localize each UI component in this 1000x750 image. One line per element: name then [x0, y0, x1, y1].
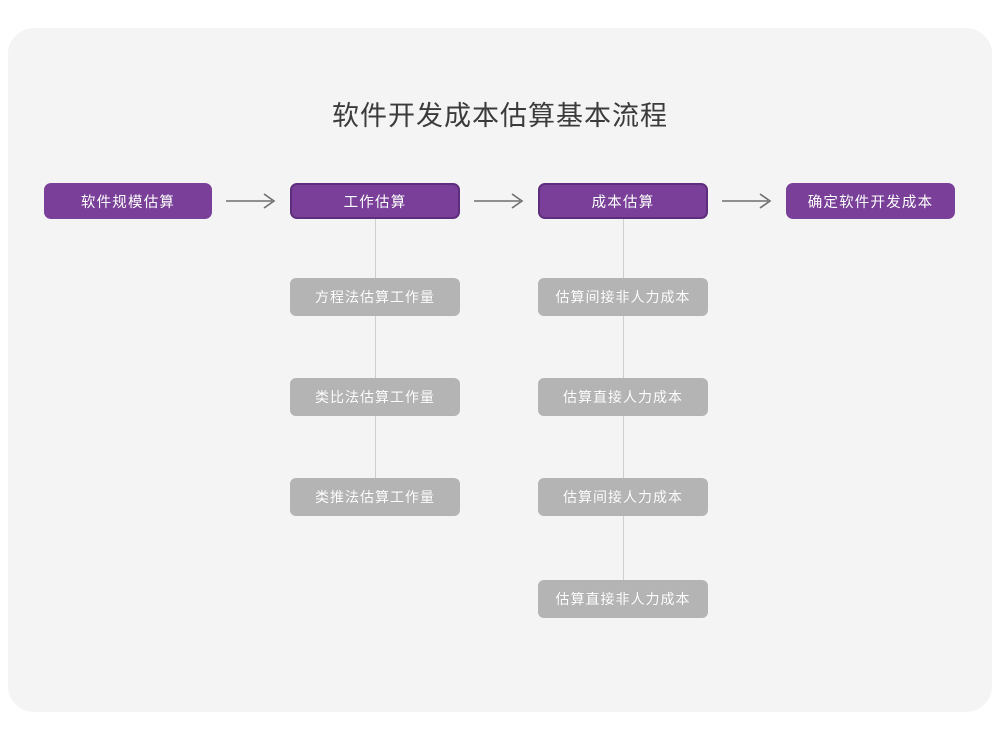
connector-line-branch-a: [375, 218, 376, 516]
flow-node-step2[interactable]: 工作估算: [290, 183, 460, 219]
substep-node-branch-a-2[interactable]: 类比法估算工作量: [290, 378, 460, 416]
diagram-card: [8, 28, 992, 712]
substep-node-branch-b-1[interactable]: 估算间接非人力成本: [538, 278, 708, 316]
arrow-right-icon-2: [474, 191, 526, 211]
flow-node-step1[interactable]: 软件规模估算: [44, 183, 212, 219]
flow-node-step4[interactable]: 确定软件开发成本: [786, 183, 955, 219]
page-title: 软件开发成本估算基本流程: [332, 101, 668, 131]
substep-node-branch-b-2[interactable]: 估算直接人力成本: [538, 378, 708, 416]
connector-line-branch-b: [623, 218, 624, 618]
substep-node-branch-b-4[interactable]: 估算直接非人力成本: [538, 580, 708, 618]
flow-node-step3[interactable]: 成本估算: [538, 183, 708, 219]
substep-node-branch-b-3[interactable]: 估算间接人力成本: [538, 478, 708, 516]
substep-node-branch-a-3[interactable]: 类推法估算工作量: [290, 478, 460, 516]
arrow-right-icon-3: [722, 191, 774, 211]
substep-node-branch-a-1[interactable]: 方程法估算工作量: [290, 278, 460, 316]
arrow-right-icon-1: [226, 191, 278, 211]
